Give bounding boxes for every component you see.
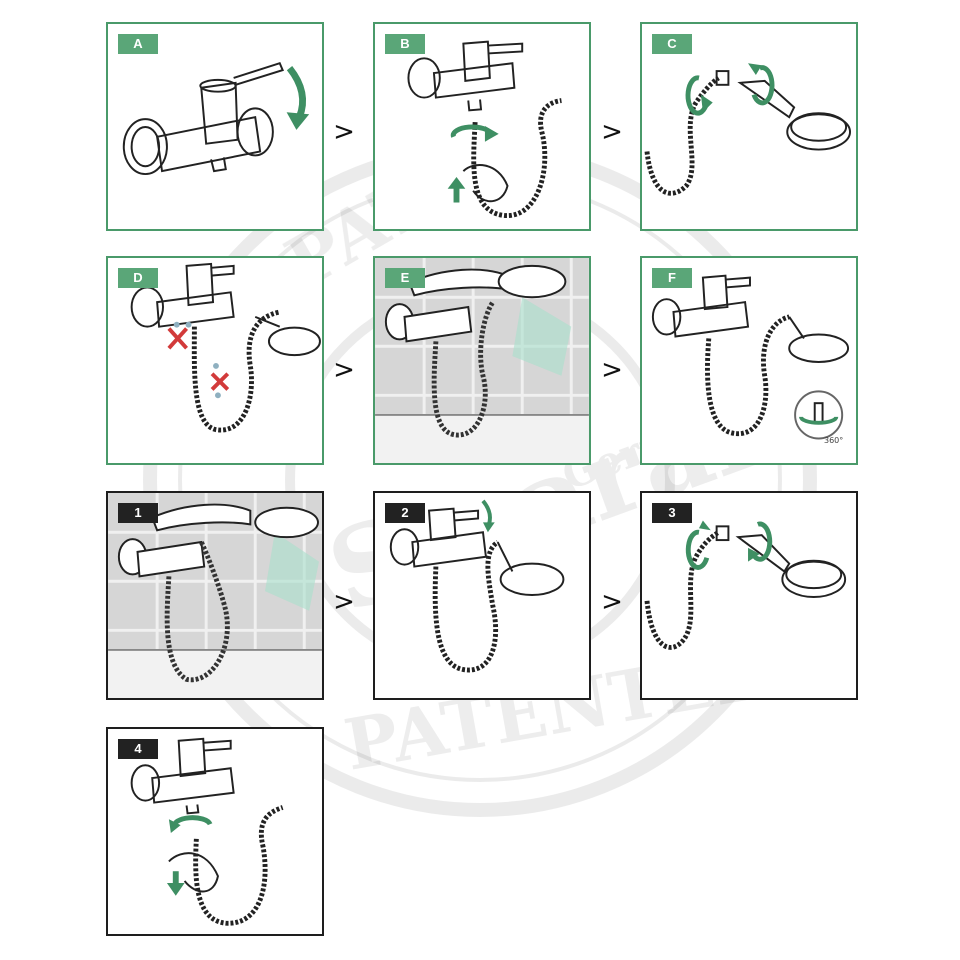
- remove-shower-head-illustration: [644, 63, 852, 196]
- step-badge: 2: [385, 503, 425, 523]
- close-faucet-illustration: [389, 499, 565, 673]
- connect-hose-illustration: [130, 737, 284, 926]
- step-badge: E: [385, 268, 425, 288]
- step-panel-e: E: [373, 256, 591, 465]
- next-arrow: >: [601, 117, 623, 147]
- step-panel-3: 3: [640, 491, 858, 700]
- push-up-arrow-icon: [172, 871, 179, 885]
- pull-down-arrow-icon: [453, 186, 460, 203]
- step-badge: B: [385, 34, 425, 54]
- patented-seal-watermark: PATENTED PATENTED Smaralo Germany: [143, 130, 830, 817]
- step-panel-b: B: [373, 22, 591, 231]
- rotate-360-arrow-icon: [799, 416, 839, 425]
- unscrew-hose-illustration: [407, 40, 562, 218]
- next-arrow: >: [601, 587, 623, 617]
- next-arrow: >: [333, 587, 355, 617]
- step-panel-d: D: [106, 256, 324, 465]
- rotate-arrow-right-icon: [749, 521, 773, 562]
- step-badge: D: [118, 268, 158, 288]
- bathroom-shower-use-illustration: [375, 258, 589, 463]
- water-leak-warning-illustration: [130, 262, 321, 433]
- step-badge: F: [652, 268, 692, 288]
- step-badge: A: [118, 34, 158, 54]
- step-panel-2: 2: [373, 491, 591, 700]
- step-panel-4: 4: [106, 727, 324, 936]
- step-panel-c: C: [640, 22, 858, 231]
- step-badge: 3: [652, 503, 692, 523]
- attach-shower-head-illustration: [644, 520, 847, 650]
- step-panel-1: 1: [106, 491, 324, 700]
- no-leak-x-icon: [167, 327, 230, 391]
- step-panel-f: F 360°: [640, 256, 858, 465]
- rotating-connector-illustration: [651, 274, 850, 440]
- step-badge: 1: [118, 503, 158, 523]
- step-badge: C: [652, 34, 692, 54]
- bathroom-installed-illustration: [108, 493, 322, 698]
- rotate-arrow-right-icon: [751, 65, 775, 106]
- water-drop-icon: [173, 321, 221, 399]
- rotation-label: 360°: [824, 436, 844, 445]
- step-badge: 4: [118, 739, 158, 759]
- rotate-down-arrow-icon: [481, 499, 492, 526]
- step-panel-a: A: [106, 22, 324, 231]
- next-arrow: >: [333, 355, 355, 385]
- next-arrow: >: [333, 117, 355, 147]
- rotate-arrow-left-icon: [685, 529, 710, 570]
- next-arrow: >: [601, 355, 623, 385]
- rotate-down-arrow-icon: [286, 65, 307, 119]
- faucet-closed-illustration: [122, 62, 310, 176]
